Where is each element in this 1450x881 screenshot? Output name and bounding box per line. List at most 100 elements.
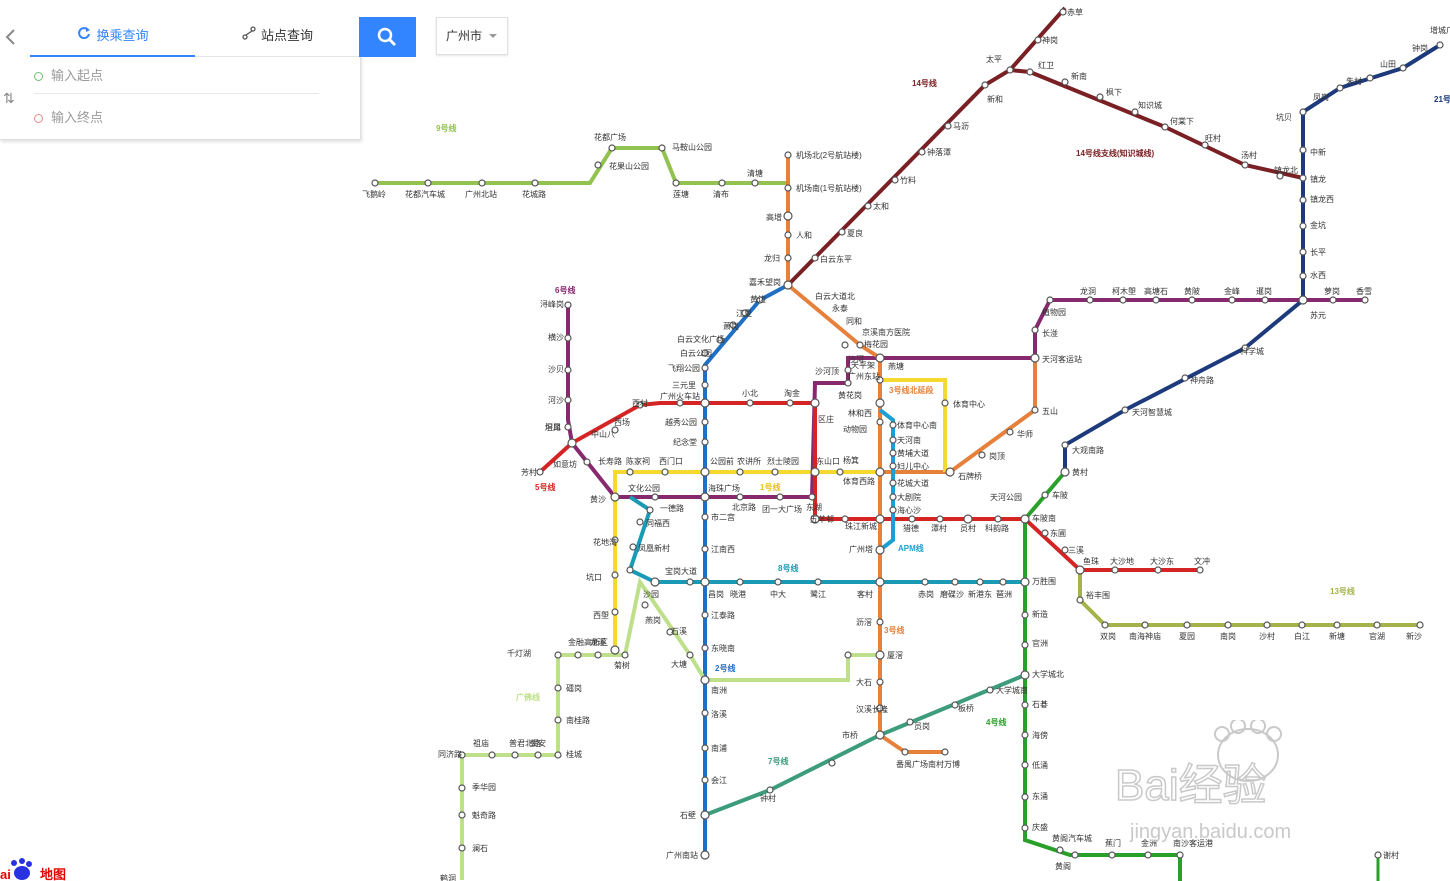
line-label-6: 6号线: [555, 285, 575, 295]
station-label: 千灯湖: [507, 648, 531, 658]
end-placeholder: 输入终点: [51, 111, 104, 126]
station-label: 菊树: [614, 660, 630, 670]
station-label: 人和: [796, 231, 812, 240]
station-label: 夏园: [1179, 632, 1195, 641]
line-label-9: 9号线: [436, 123, 456, 133]
station-label: 林和西: [848, 408, 872, 418]
station-label: 知识城: [1138, 100, 1162, 110]
station-label: 市桥: [842, 730, 858, 740]
station-label: 五羊邨: [810, 514, 834, 524]
station-label: 三元里: [672, 381, 696, 390]
watermark: Bai经验 jingyan.baidu.com: [1114, 720, 1291, 843]
search-button[interactable]: [359, 17, 416, 57]
station-label: 东湖: [806, 502, 822, 512]
station-label: 广州塔: [849, 544, 873, 554]
station-label: 文化公园: [628, 483, 660, 493]
station-label: 梅花园: [864, 339, 888, 349]
start-field[interactable]: 输入起点: [34, 61, 319, 94]
station-label: 万胜围: [1032, 576, 1056, 586]
start-dot-icon: [34, 72, 43, 81]
station-label: 江夏: [736, 309, 752, 318]
station-label: 南桂路: [566, 715, 590, 725]
station-label: 晓港: [730, 589, 746, 599]
station-label: 沙贝: [548, 365, 564, 374]
line-label-13: 13号线: [1330, 586, 1355, 596]
line-label-4: 4号线: [986, 717, 1006, 727]
station-label: 飞鹅岭: [362, 189, 386, 199]
station-label: 礌岗: [566, 684, 582, 693]
station-label: 同福西: [646, 519, 670, 528]
station-label: 石碁: [1032, 699, 1048, 709]
station-label: 西门口: [659, 456, 683, 466]
back-button[interactable]: [3, 27, 23, 49]
station-label: 裕丰围: [1086, 590, 1110, 600]
station-label: 魁奇路: [472, 810, 496, 820]
station-label: 马沥: [953, 122, 969, 131]
station-label: 新造: [1032, 609, 1048, 619]
station-label: 燕岗: [645, 615, 661, 625]
station-label: 红卫: [1038, 60, 1054, 70]
station-label: 大剧院: [897, 492, 921, 502]
station-label: 白云文化广场: [677, 334, 725, 344]
station-label: 钟落潭: [927, 147, 951, 157]
station-label: 大学城南: [996, 685, 1028, 695]
line-label-1: 1号线: [760, 482, 780, 492]
station-label: 钟村: [760, 793, 776, 803]
city-selector[interactable]: 广州市: [436, 17, 508, 55]
station-label: 鹭江: [810, 589, 826, 599]
station-label: 黄埔大道: [897, 448, 929, 458]
station-label: 白云东平: [820, 254, 852, 264]
station-label: 广州火车站: [660, 391, 700, 401]
swap-icon[interactable]: ⇅: [3, 91, 15, 107]
tab-station-label: 站点查询: [260, 29, 313, 44]
station-label: 石牌桥: [958, 471, 982, 481]
station-label: 科学城: [1240, 346, 1264, 356]
station-label: 黄边: [750, 294, 766, 304]
end-dot-icon: [34, 114, 43, 123]
baidu-map-logo: ai 地图: [0, 858, 66, 881]
station-label: 大沙东: [1150, 556, 1174, 566]
station-label: 坦尾: [545, 423, 561, 432]
line-label-5: 5号线: [535, 482, 555, 492]
station-label: 天河南: [897, 435, 921, 445]
station-label: 动物园: [843, 424, 867, 434]
station-label: 赤草: [1067, 7, 1083, 17]
station-label: 植物园: [1042, 307, 1066, 317]
station-label: 江泰路: [711, 610, 735, 620]
station-label: 柯木塱: [1112, 286, 1136, 296]
end-field[interactable]: 输入终点: [34, 103, 319, 135]
station-label: 区庄: [818, 414, 834, 424]
station-label: 如意坊: [553, 459, 577, 469]
station-label: 飞翔公园: [668, 363, 700, 373]
station-label: 花果山公园: [609, 161, 649, 171]
station-label: 广州东站: [848, 371, 880, 381]
station-label: 南村万博: [928, 759, 960, 769]
station-label: 汤村: [1241, 150, 1257, 160]
station-label: 潭村: [931, 523, 947, 533]
station-label: 员村: [960, 523, 976, 533]
station-label: 金峰: [1224, 286, 1240, 296]
station-label: 黄村: [1072, 467, 1088, 477]
station-label: 琶洲: [996, 590, 1012, 599]
station-label: 鹤洞: [440, 873, 456, 881]
station-label: 大石: [856, 677, 872, 687]
tab-transfer[interactable]: 换乘查询: [30, 17, 195, 57]
station-label: 南洲: [711, 685, 727, 695]
station-label: 黄沙: [590, 494, 606, 504]
logo-text: 地图: [40, 867, 66, 881]
station-label: 新港东: [968, 589, 992, 599]
station-label: 一德路: [660, 503, 684, 513]
station-label: 番禺广场: [896, 759, 928, 769]
station-label: 镇龙: [1310, 174, 1326, 184]
station-label: 高增: [766, 212, 782, 222]
city-label: 广州市: [446, 29, 483, 43]
station-label: 滘口: [545, 423, 561, 432]
station-label: 祖庙: [473, 738, 489, 748]
station-label: 龙溪: [590, 637, 606, 647]
station-label: 莲塘: [673, 189, 689, 199]
station-label: 季华园: [472, 782, 496, 792]
station-label: 文冲: [1194, 556, 1210, 566]
station-label: 花地湾: [593, 537, 617, 547]
tab-station[interactable]: 站点查询: [195, 17, 359, 57]
